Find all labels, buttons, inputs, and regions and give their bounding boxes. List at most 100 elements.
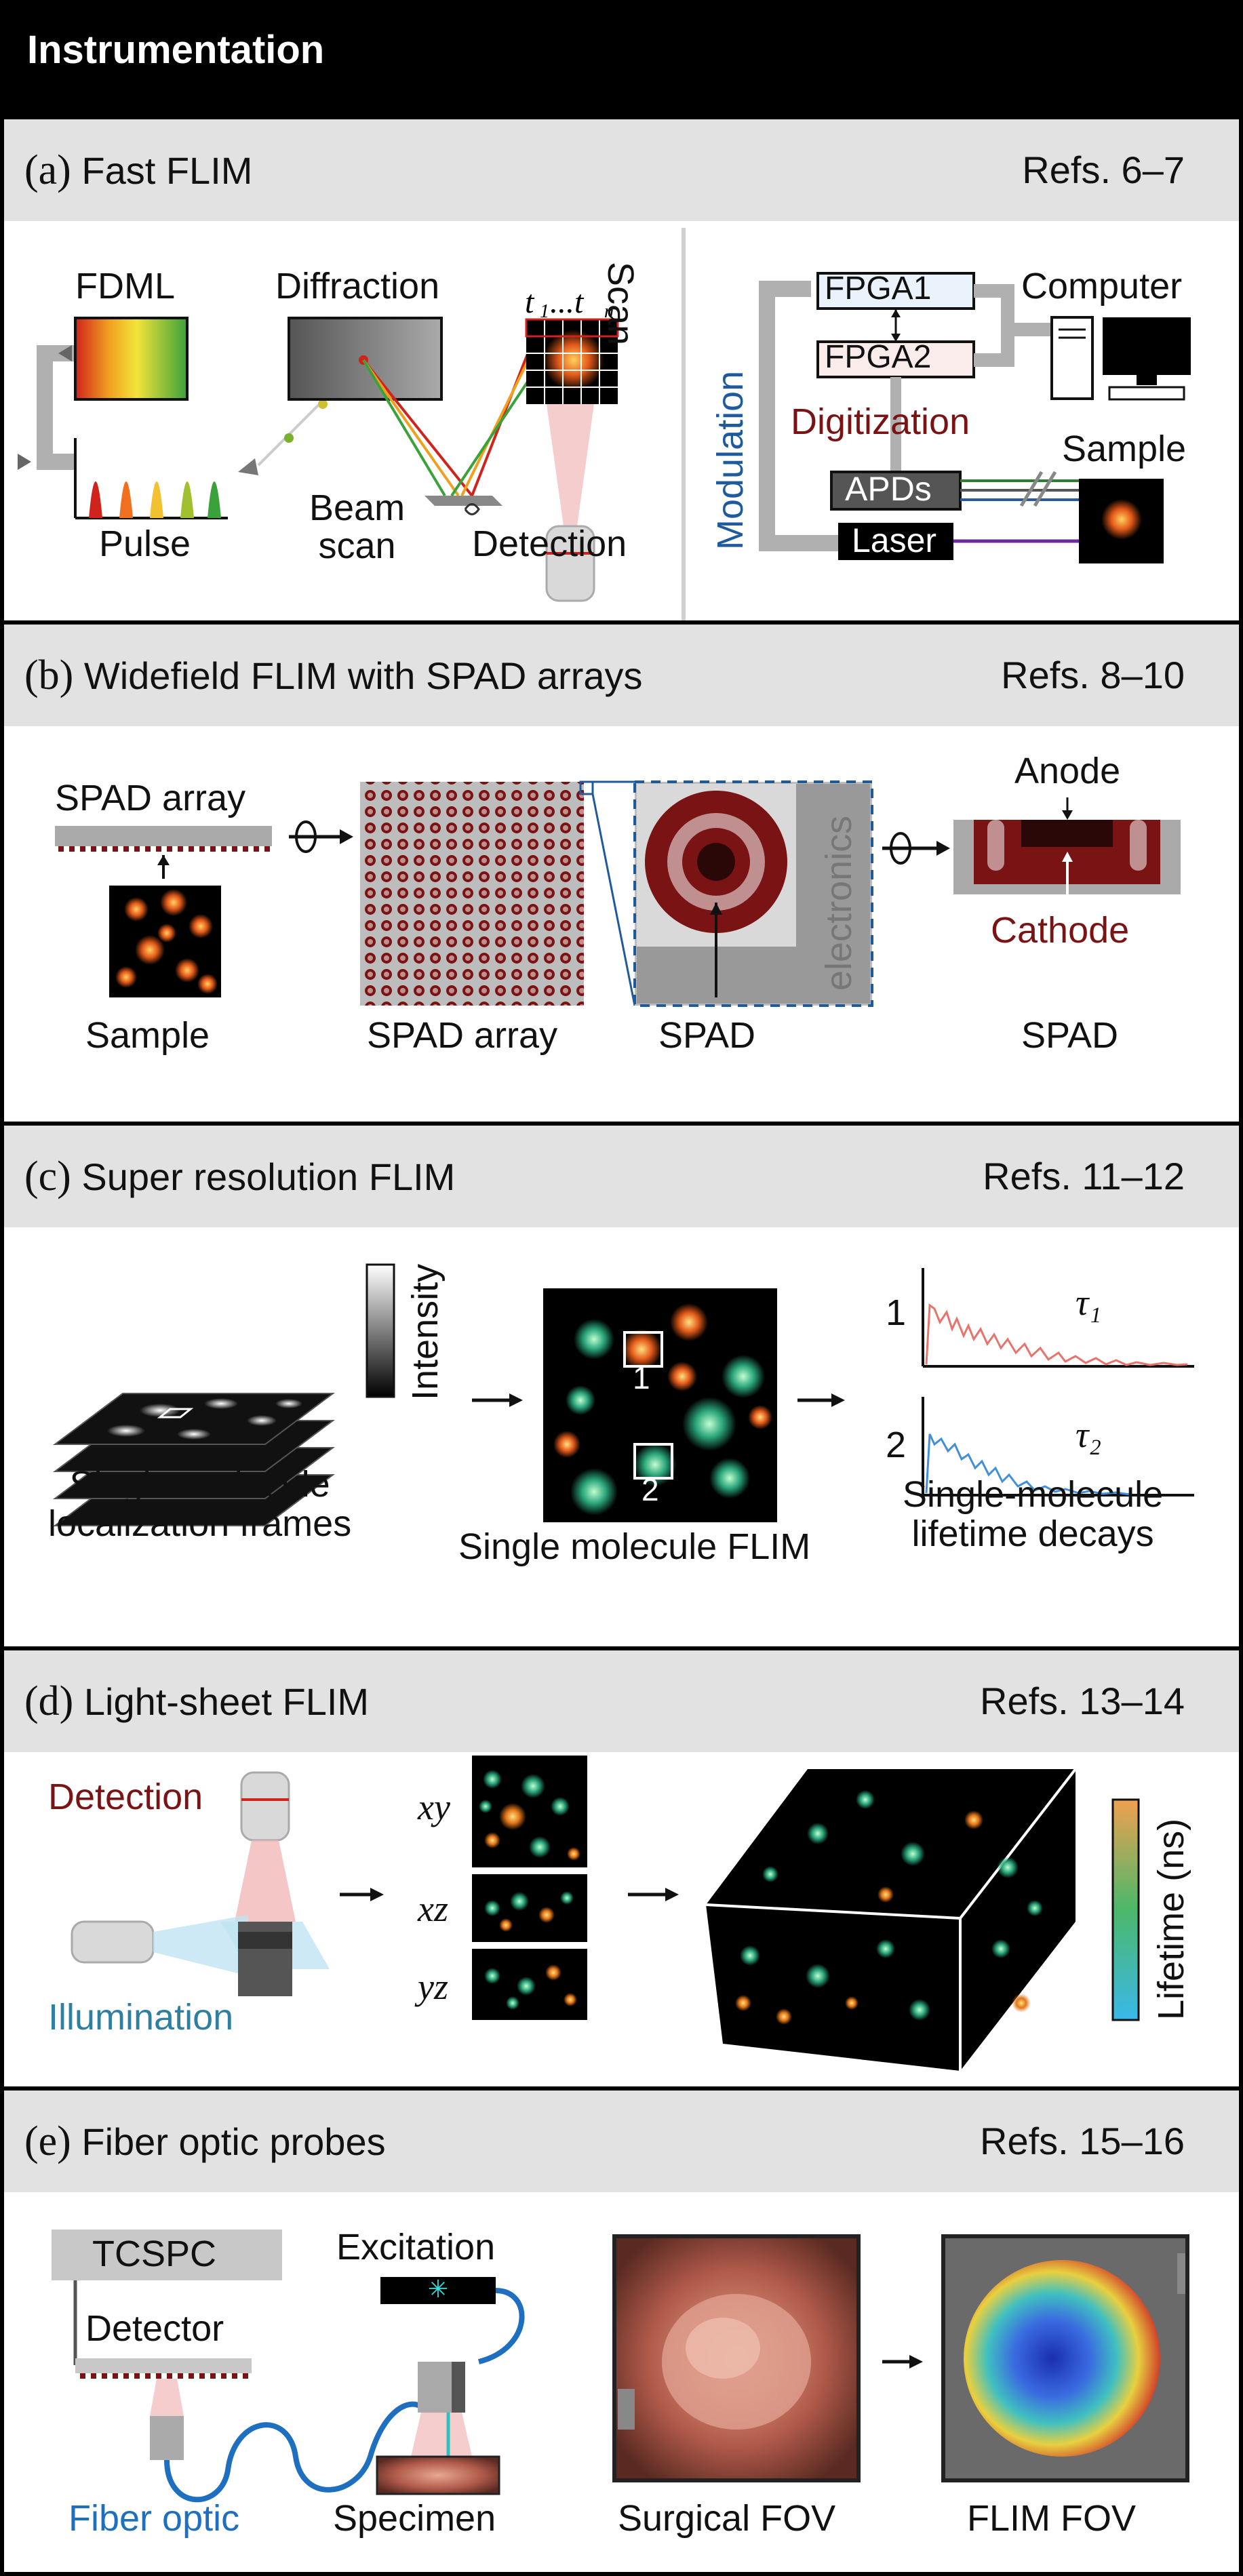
frames-label: Single-molecule localization frames (48, 1464, 352, 1544)
xz-label: xz (418, 1888, 448, 1929)
spad-array-top-label: SPAD array (55, 778, 246, 818)
panel-e-header: (e) Fiber optic probes Refs. 15–16 (4, 2090, 1239, 2192)
single-molecule-flim-label: Single molecule FLIM (458, 1526, 811, 1567)
anode-label: Anode (1014, 751, 1121, 791)
decay-plot-2 (922, 1397, 1194, 1497)
intensity-label: Intensity (405, 1263, 446, 1400)
svg-text:✳: ✳ (428, 2275, 448, 2303)
panel-d-diagram (71, 1756, 1140, 2071)
laser-box (838, 523, 953, 560)
panel-a-diagram: t 1 ...t n (18, 228, 1191, 620)
fpga1-label: FPGA1 (825, 271, 932, 306)
svg-text:...t: ...t (550, 284, 585, 320)
tcspc-box (52, 2230, 282, 2280)
panel-b: (b) Widefield FLIM with SPAD arrays Refs… (4, 625, 1239, 1122)
fdml-label: FDML (75, 266, 175, 306)
excitation-label: Excitation (336, 2227, 496, 2267)
panel-a-letter: (a) (24, 147, 71, 193)
panel-e-refs: Refs. 15–16 (980, 2120, 1185, 2162)
sample-label: Sample (1062, 429, 1187, 469)
specimen-image (376, 2455, 500, 2495)
panel-b-header: (b) Widefield FLIM with SPAD arrays Refs… (4, 625, 1239, 726)
localization-frames (53, 1377, 335, 1526)
decay-1-index: 1 (886, 1292, 907, 1333)
apds-label: APDs (845, 470, 932, 508)
panel-c-diagram (53, 1263, 1194, 1526)
panel-e: (e) Fiber optic probes Refs. 15–16 ✳ (4, 2090, 1239, 2572)
modulation-label: Modulation (710, 370, 751, 550)
tau1-label: τ₁ (1076, 1282, 1102, 1323)
panel-c-header: (c) Super resolution FLIM Refs. 11–12 (4, 1126, 1239, 1227)
panel-d-title: Light-sheet FLIM (83, 1680, 370, 1723)
detector-bar (75, 2358, 252, 2373)
fdml-gradient (74, 317, 189, 401)
fiber-optic-label: Fiber optic (68, 2498, 240, 2539)
computer-icon (1050, 316, 1094, 400)
panel-b-diagram (55, 780, 1181, 1007)
panel-c-refs: Refs. 11–12 (983, 1155, 1185, 1197)
spad-array-strip (55, 826, 272, 846)
panel-c: (c) Super resolution FLIM Refs. 11–12 (4, 1126, 1239, 1646)
decay-plot-1 (922, 1268, 1194, 1368)
panel-c-letter: (c) (24, 1153, 71, 1200)
spad-array-mid-label: SPAD array (367, 1015, 558, 1056)
decay-2-index: 2 (886, 1425, 907, 1465)
panel-d-header: (d) Light-sheet FLIM Refs. 13–14 (4, 1650, 1239, 1752)
yz-label: yz (418, 1966, 448, 2007)
detector-label: Detector (85, 2308, 224, 2349)
excitation-box (380, 2277, 496, 2304)
spot-2-label: 2 (642, 1472, 659, 1507)
intensity-colorbar (366, 1263, 395, 1398)
lifetime-colorbar (1111, 1798, 1140, 2021)
diffraction-label: Diffraction (275, 266, 440, 306)
digitization-label: Digitization (791, 401, 970, 442)
panel-a: (a) Fast FLIM Refs. 6–7 (4, 119, 1239, 620)
header-bar: Instrumentation (0, 0, 1243, 115)
beam-scan-label: Beam scan (309, 488, 406, 566)
panel-e-diagram: ✳ (52, 2230, 1189, 2503)
laser-label: Laser (852, 521, 937, 559)
panel-e-title: Fiber optic probes (81, 2120, 386, 2163)
pulse-label: Pulse (99, 523, 191, 564)
computer-label: Computer (1021, 266, 1183, 306)
illumination-label: Illumination (48, 1997, 234, 2038)
t1-tn-label: t (525, 284, 535, 320)
panel-b-refs: Refs. 8–10 (1001, 654, 1185, 696)
detection-label-d: Detection (48, 1777, 203, 1817)
cathode-label: Cathode (991, 910, 1130, 951)
scan-label: Scan (600, 262, 641, 346)
panel-a-title: Fast FLIM (81, 149, 253, 192)
spad-zoom-label: SPAD (658, 1015, 756, 1056)
panel-c-title: Super resolution FLIM (81, 1155, 456, 1198)
panel-d: (d) Light-sheet FLIM Refs. 13–14 (4, 1650, 1239, 2086)
svg-text:1: 1 (540, 301, 549, 322)
flim-cube (705, 1768, 1077, 2071)
spad-right-label: SPAD (1021, 1015, 1119, 1056)
decays-label: Single-molecule lifetime decays (903, 1474, 1164, 1554)
panel-a-refs: Refs. 6–7 (1022, 148, 1185, 191)
panel-a-header: (a) Fast FLIM Refs. 6–7 (4, 119, 1239, 221)
panel-b-title: Widefield FLIM with SPAD arrays (83, 654, 643, 697)
tau2-label: τ₂ (1076, 1414, 1102, 1455)
objective-icon (545, 525, 595, 602)
panel-e-letter: (e) (24, 2118, 71, 2164)
flim-fov-label: FLIM FOV (967, 2498, 1137, 2539)
sample-label-b: Sample (85, 1015, 210, 1056)
svg-text:n: n (604, 301, 614, 322)
specimen-label: Specimen (333, 2498, 496, 2539)
lifetime-label: Lifetime (ns) (1151, 1818, 1191, 2020)
panel-b-letter: (b) (24, 652, 74, 698)
apds-box (830, 471, 962, 511)
spad-array-grid (360, 782, 584, 1006)
tcspc-label: TCSPC (92, 2234, 217, 2274)
surgical-fov-label: Surgical FOV (618, 2498, 836, 2539)
page-title: Instrumentation (27, 28, 325, 72)
detection-label: Detection (472, 523, 627, 564)
fpga2-label: FPGA2 (825, 339, 932, 375)
xy-label: xy (418, 1787, 450, 1827)
panel-d-refs: Refs. 13–14 (980, 1680, 1185, 1722)
spot-1-label: 1 (633, 1360, 650, 1395)
electronics-label: electronics (818, 815, 859, 991)
panel-d-letter: (d) (24, 1678, 74, 1724)
fiber-coupler (150, 2416, 184, 2460)
